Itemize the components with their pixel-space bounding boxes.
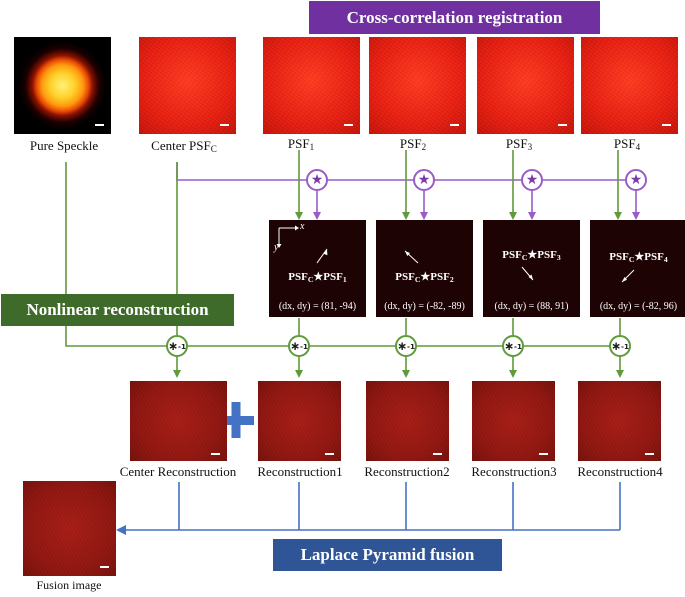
peak-arrow-icon <box>316 248 328 264</box>
reconstruction4-label: Reconstruction4 <box>577 464 663 479</box>
psf4-label-text: PSF <box>613 136 636 151</box>
center-psf-label: Center PSFC <box>124 138 244 154</box>
reconstruction3-label: Reconstruction3 <box>471 464 557 479</box>
peak-arrow-icon <box>621 269 635 283</box>
psf3-image <box>477 37 574 134</box>
correlation-image-3: PSFC★PSF3 (dx, dy) = (88, 91) <box>483 220 580 317</box>
offset-1: (dx, dy) = (81, -94) <box>278 301 357 312</box>
blue-wires <box>116 482 621 535</box>
center-psf-label-sub: C <box>210 144 217 154</box>
deconv-node-center: ∗-1 <box>166 335 188 357</box>
offset-4: (dx, dy) = (-82, 96) <box>599 301 678 312</box>
peak-arrow-icon <box>521 266 534 281</box>
axes-icon <box>276 225 299 248</box>
correlation-image-4: PSFC★PSF4 (dx, dy) = (-82, 96) <box>590 220 685 317</box>
star-node-1: ★ <box>306 169 328 191</box>
reconstruction2-label: Reconstruction2 <box>364 464 450 479</box>
psf3-label-text: PSF <box>505 136 528 151</box>
psf3-label: PSF3 <box>489 136 549 152</box>
center-reconstruction-image <box>130 381 227 461</box>
psf1-label-sub: 1 <box>309 142 315 152</box>
reconstruction1-image <box>258 381 341 461</box>
reconstruction2-image <box>366 381 449 461</box>
star-node-3: ★ <box>521 169 543 191</box>
deconv-node-4: ∗-1 <box>609 335 631 357</box>
center-reconstruction-label: Center Reconstruction <box>119 464 237 479</box>
peak-arrow-icon <box>404 250 419 264</box>
fusion-image <box>23 481 116 576</box>
psf4-label: PSF4 <box>597 136 657 152</box>
star-node-2: ★ <box>413 169 435 191</box>
nonlinear-reconstruction-banner: Nonlinear reconstruction <box>1 294 234 326</box>
center-psf-label-text: Center PSF <box>151 138 211 153</box>
pure-speckle-label: Pure Speckle <box>29 138 99 153</box>
psf2-image <box>369 37 466 134</box>
laplace-fusion-banner: Laplace Pyramid fusion <box>273 539 502 571</box>
psf1-image <box>263 37 360 134</box>
offset-3: (dx, dy) = (88, 91) <box>494 301 569 312</box>
psf2-label-sub: 2 <box>421 142 427 152</box>
psf2-label-text: PSF <box>399 136 422 151</box>
psf1-label-text: PSF <box>287 136 310 151</box>
correlation-formula-2: PSFC★PSF2 <box>395 271 454 284</box>
correlation-image-2: PSFC★PSF2 (dx, dy) = (-82, -89) <box>376 220 473 317</box>
reconstruction3-image <box>472 381 555 461</box>
center-psf-image <box>139 37 236 134</box>
correlation-formula-1: PSFC★PSF1 <box>288 271 347 284</box>
psf2-label: PSF2 <box>383 136 443 152</box>
psf4-image <box>581 37 678 134</box>
reconstruction1-label: Reconstruction1 <box>257 464 343 479</box>
star-node-4: ★ <box>625 169 647 191</box>
correlation-formula-4: PSFC★PSF4 <box>609 251 668 264</box>
reconstruction4-image <box>578 381 661 461</box>
correlation-image-1: x y PSFC★PSF1 (dx, dy) = (81, -94) <box>269 220 366 317</box>
fusion-image-label: Fusion image <box>36 578 102 592</box>
plus-sign <box>218 402 254 438</box>
correlation-formula-3: PSFC★PSF3 <box>502 249 561 262</box>
axis-y-label: y <box>274 242 279 253</box>
deconv-node-2: ∗-1 <box>395 335 417 357</box>
offset-2: (dx, dy) = (-82, -89) <box>384 301 465 312</box>
pure-speckle-image <box>14 37 111 134</box>
green-wires <box>65 150 624 378</box>
psf3-label-sub: 3 <box>527 142 533 152</box>
cross-correlation-banner: Cross-correlation registration <box>309 1 600 34</box>
axis-x-label: x <box>300 221 305 232</box>
psf1-label: PSF1 <box>271 136 331 152</box>
deconv-node-1: ∗-1 <box>288 335 310 357</box>
psf4-label-sub: 4 <box>635 142 641 152</box>
deconv-node-3: ∗-1 <box>502 335 524 357</box>
